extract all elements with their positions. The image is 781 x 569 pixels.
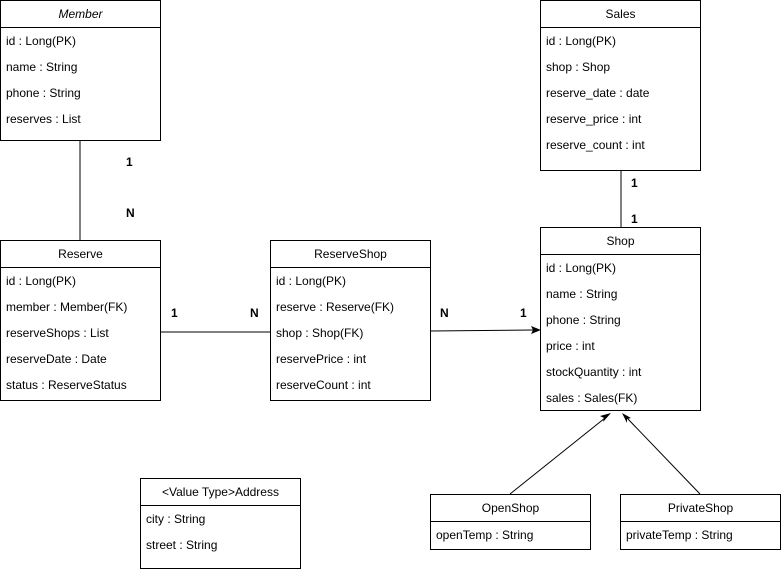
- class-title: Sales: [541, 1, 700, 28]
- class-attribute: shop : Shop(FK): [276, 326, 364, 340]
- class-attribute: name : String: [546, 287, 618, 301]
- class-attribute: member : Member(FK): [6, 300, 128, 314]
- multiplicity-sales: 1: [631, 176, 638, 190]
- edge-privateshop-shop: [626, 417, 701, 495]
- multiplicity-reserve: N: [126, 206, 135, 220]
- class-openshop: OpenShop openTemp : String: [430, 494, 591, 550]
- arrowhead-openshop: [600, 413, 611, 422]
- class-attribute: phone : String: [6, 86, 81, 100]
- arrowhead-shop: [531, 326, 541, 334]
- class-attribute: reserves : List: [6, 112, 81, 126]
- class-attribute: id : Long(PK): [6, 274, 77, 288]
- class-reserveshop: ReserveShop id : Long(PK) reserve : Rese…: [270, 240, 431, 401]
- class-attribute: reserveShops : List: [6, 326, 109, 340]
- class-attribute: reserve_date : date: [546, 86, 650, 100]
- class-attribute: reserveDate : Date: [6, 352, 107, 366]
- class-attribute: id : Long(PK): [546, 261, 617, 275]
- class-attribute: id : Long(PK): [6, 34, 77, 48]
- class-attribute: stockQuantity : int: [546, 365, 642, 379]
- class-title: ReserveShop: [271, 241, 430, 268]
- multiplicity-reserve-side: 1: [171, 306, 178, 320]
- class-attribute: reserve_count : int: [546, 138, 645, 152]
- class-title: <Value Type>Address: [141, 479, 300, 506]
- edge-reserveshop-shop: [430, 329, 534, 332]
- class-attribute: id : Long(PK): [546, 34, 617, 48]
- class-reserve: Reserve id : Long(PK) member : Member(FK…: [0, 240, 161, 401]
- class-attribute: reserve : Reserve(FK): [276, 300, 395, 314]
- class-title: OpenShop: [431, 495, 590, 522]
- class-sales: Sales id : Long(PK) shop : Shop reserve_…: [540, 0, 701, 171]
- class-attribute: reserve_price : int: [546, 112, 642, 126]
- class-attribute: street : String: [146, 538, 218, 552]
- class-attribute: city : String: [146, 512, 206, 526]
- class-title: Shop: [541, 228, 700, 255]
- edge-openshop-shop: [509, 417, 606, 495]
- multiplicity-reserveshop-to-shop: N: [440, 306, 449, 320]
- multiplicity-shop-from-reserveshop: 1: [520, 306, 527, 320]
- class-title: Reserve: [1, 241, 160, 268]
- class-shop: Shop id : Long(PK) name : String phone :…: [540, 227, 701, 411]
- class-attribute: reserveCount : int: [276, 378, 371, 392]
- class-attribute: privateTemp : String: [626, 528, 733, 542]
- class-attribute: reservePrice : int: [276, 352, 367, 366]
- class-attribute: status : ReserveStatus: [6, 378, 127, 392]
- class-address: <Value Type>Address city : String street…: [140, 478, 301, 569]
- class-title: Member: [1, 1, 160, 28]
- class-privateshop: PrivateShop privateTemp : String: [620, 494, 781, 550]
- class-attribute: price : int: [546, 339, 595, 353]
- class-title: PrivateShop: [621, 495, 780, 522]
- class-attribute: sales : Sales(FK): [546, 391, 638, 405]
- multiplicity-reserveshop-side: N: [250, 306, 259, 320]
- multiplicity-shop-from-sales: 1: [631, 212, 638, 226]
- class-attribute: name : String: [6, 60, 78, 74]
- class-attribute: phone : String: [546, 313, 621, 327]
- class-attribute: shop : Shop: [546, 60, 611, 74]
- class-member: Member id : Long(PK) name : String phone…: [0, 0, 161, 141]
- multiplicity-member: 1: [126, 155, 133, 169]
- class-attribute: id : Long(PK): [276, 274, 347, 288]
- arrowhead-privateshop: [622, 413, 631, 423]
- class-attribute: openTemp : String: [436, 528, 534, 542]
